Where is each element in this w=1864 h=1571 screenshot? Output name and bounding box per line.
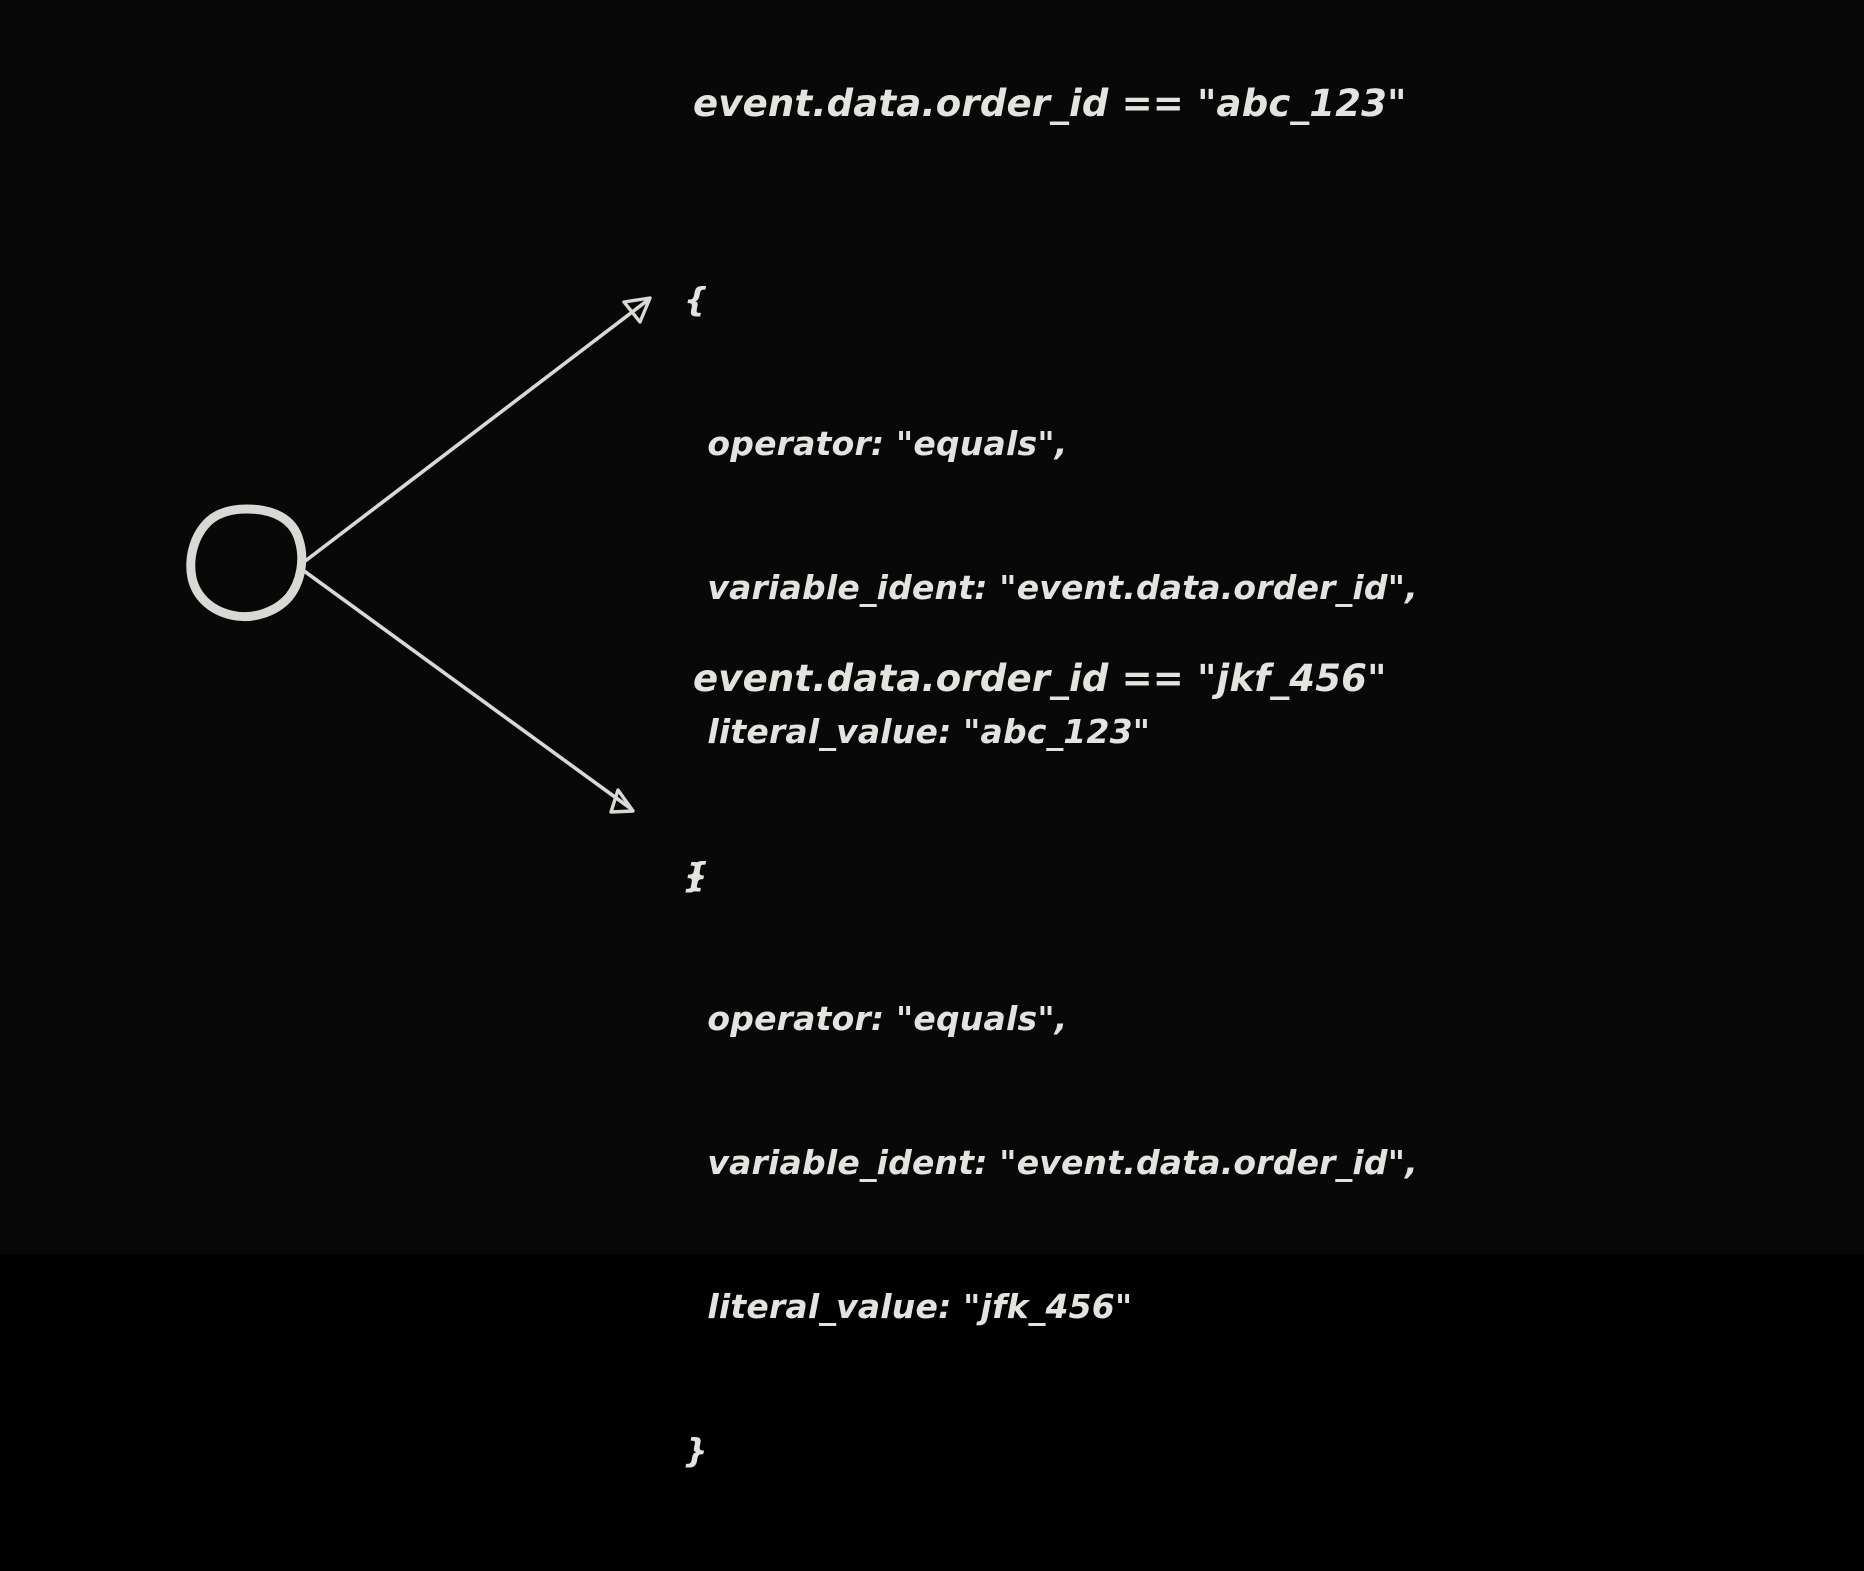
code-line: variable_ident: "event.data.order_id", [684, 568, 1418, 607]
code-line: operator: "equals", [684, 424, 1068, 463]
branch-2-body: { operator: "equals", variable_ident: "e… [684, 755, 1418, 1571]
edge-to-branch-1[interactable] [298, 296, 652, 567]
condition-node[interactable] [186, 504, 307, 622]
code-line: operator: "equals", [684, 999, 1068, 1038]
edge-to-branch-2-arrowhead [609, 788, 635, 814]
branch-2-heading: event.data.order_id == "jkf_456" [693, 657, 1387, 700]
diagram-canvas: event.data.order_id == "abc_123" { opera… [186, 82, 1418, 1470]
condition-node-outline [186, 504, 307, 622]
code-line: literal_value: "jfk_456" [684, 1287, 1133, 1326]
code-line: } [684, 856, 708, 895]
edge-to-branch-1-arrowhead [622, 296, 652, 324]
branch-1-body: { operator: "equals", variable_ident: "e… [684, 180, 1418, 996]
edge-to-branch-2-line [298, 566, 632, 810]
code-line: { [684, 280, 708, 319]
branch-1-heading: event.data.order_id == "abc_123" [693, 82, 1407, 125]
edge-to-branch-1-line [298, 298, 650, 567]
code-line: { [684, 855, 708, 894]
code-line: literal_value: "abc_123" [684, 712, 1151, 751]
code-line: variable_ident: "event.data.order_id", [684, 1143, 1418, 1182]
code-line: } [684, 1431, 708, 1470]
edge-to-branch-2[interactable] [298, 566, 635, 814]
